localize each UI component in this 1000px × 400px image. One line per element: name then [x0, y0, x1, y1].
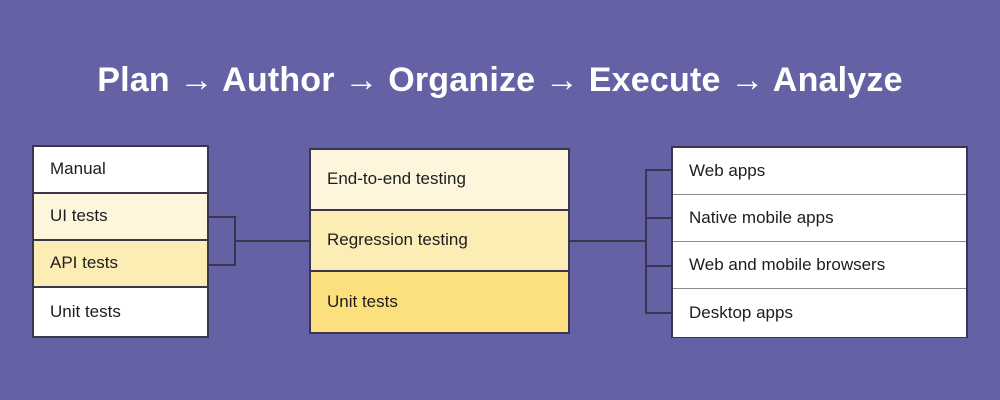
- list-item[interactable]: Manual: [34, 147, 207, 194]
- targets-group: Web apps Native mobile apps Web and mobi…: [671, 146, 968, 338]
- connector-branch: [645, 312, 673, 314]
- list-item[interactable]: Unit tests: [311, 272, 568, 332]
- connector-spine: [645, 169, 647, 314]
- list-item[interactable]: Unit tests: [34, 288, 207, 336]
- list-item[interactable]: API tests: [34, 241, 207, 288]
- list-item[interactable]: End-to-end testing: [311, 150, 568, 211]
- list-item[interactable]: Web and mobile browsers: [673, 242, 966, 289]
- list-item[interactable]: UI tests: [34, 194, 207, 241]
- list-item[interactable]: Desktop apps: [673, 289, 966, 337]
- connector-trunk: [234, 240, 310, 242]
- list-item[interactable]: Native mobile apps: [673, 195, 966, 242]
- connector-branch: [645, 265, 673, 267]
- connector-branch: [645, 217, 673, 219]
- list-item[interactable]: Web apps: [673, 148, 966, 195]
- connector-branch: [209, 264, 236, 266]
- test-types-group: Manual UI tests API tests Unit tests: [32, 145, 209, 338]
- connector-trunk: [570, 240, 647, 242]
- list-item[interactable]: Regression testing: [311, 211, 568, 272]
- test-levels-group: End-to-end testing Regression testing Un…: [309, 148, 570, 334]
- page-title: Plan → Author → Organize → Execute → Ana…: [97, 61, 903, 99]
- connector-branch: [209, 216, 236, 218]
- connector-branch: [645, 169, 673, 171]
